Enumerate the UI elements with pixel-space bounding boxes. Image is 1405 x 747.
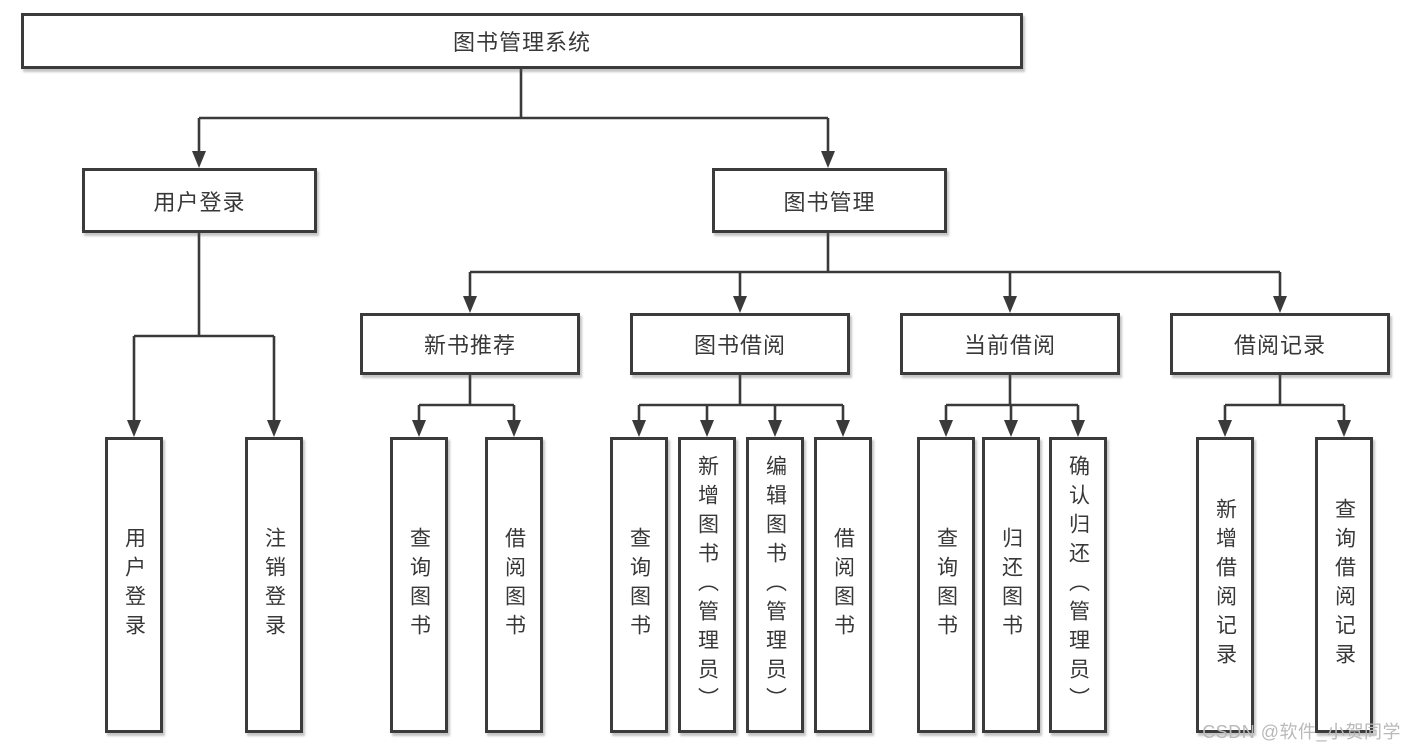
leaf-label: 查询借阅记录 — [1332, 498, 1356, 672]
node-label: 借阅记录 — [1233, 333, 1326, 358]
node-label: 图书管理系统 — [452, 30, 591, 55]
leaf-logout: 注销登录 — [245, 437, 303, 733]
leaf-query-books-borrow: 查询图书 — [610, 437, 668, 733]
node-label: 新书推荐 — [423, 333, 516, 358]
node-borrowing-records: 借阅记录 — [1170, 313, 1390, 375]
leaf-query-books-current: 查询图书 — [917, 437, 975, 733]
node-label: 图书管理 — [783, 189, 876, 215]
node-book-management: 图书管理 — [712, 168, 947, 233]
leaf-label: 查询图书 — [407, 527, 431, 643]
leaf-label: 确认归还（管理员） — [1066, 454, 1090, 716]
arrowheads — [127, 151, 1351, 437]
node-label: 当前借阅 — [963, 333, 1056, 358]
leaf-add-books-admin: 新增图书（管理员） — [678, 437, 736, 733]
node-label: 图书借阅 — [693, 333, 786, 358]
node-new-book-recommendation: 新书推荐 — [360, 313, 580, 375]
node-book-borrowing: 图书借阅 — [630, 313, 850, 375]
leaf-label: 借阅图书 — [502, 527, 526, 643]
leaf-borrow-books: 借阅图书 — [814, 437, 872, 733]
node-user-login: 用户登录 — [82, 168, 317, 233]
leaf-return-books: 归还图书 — [982, 437, 1040, 733]
csdn-watermark: CSDN @软件_小贺同学 — [1202, 722, 1401, 742]
leaf-query-books-recommend: 查询图书 — [390, 437, 448, 733]
leaf-label: 新增图书（管理员） — [695, 454, 719, 716]
leaf-label: 查询图书 — [934, 527, 958, 643]
node-current-borrowing: 当前借阅 — [900, 313, 1120, 375]
arrow-stems — [132, 118, 1346, 422]
leaf-label: 编辑图书（管理员） — [763, 454, 787, 716]
leaf-label: 借阅图书 — [831, 527, 855, 643]
node-label: 用户登录 — [153, 189, 246, 215]
leaf-label: 归还图书 — [999, 527, 1023, 643]
leaf-label: 新增借阅记录 — [1213, 498, 1237, 672]
node-library-management-system: 图书管理系统 — [21, 13, 1023, 69]
leaf-add-borrow-record: 新增借阅记录 — [1196, 437, 1254, 733]
leaf-label: 用户登录 — [122, 527, 146, 643]
leaf-query-borrow-record: 查询借阅记录 — [1315, 437, 1373, 733]
leaf-label: 查询图书 — [627, 527, 651, 643]
connector-segments — [134, 69, 1344, 407]
leaf-label: 注销登录 — [262, 527, 286, 643]
leaf-edit-books-admin: 编辑图书（管理员） — [746, 437, 804, 733]
leaf-confirm-return-admin: 确认归还（管理员） — [1049, 437, 1107, 733]
leaf-borrow-books-recommend: 借阅图书 — [485, 437, 543, 733]
leaf-user-login: 用户登录 — [105, 437, 163, 733]
